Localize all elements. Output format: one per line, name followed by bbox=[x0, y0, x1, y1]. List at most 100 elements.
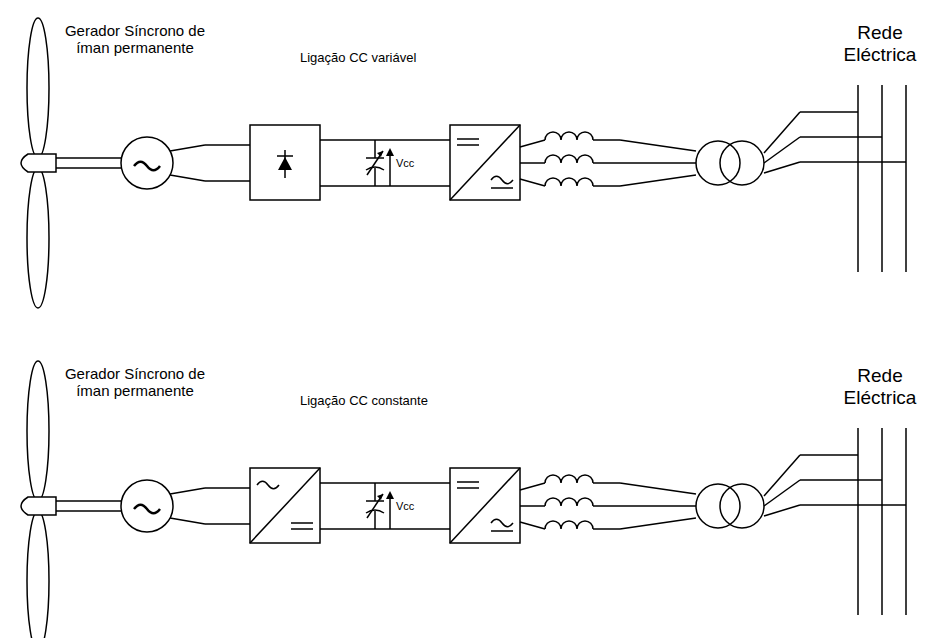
wire bbox=[593, 528, 620, 530]
wire bbox=[620, 175, 696, 186]
wire bbox=[800, 161, 906, 163]
transformer bbox=[696, 484, 740, 528]
turbine-system bbox=[21, 361, 906, 638]
wire bbox=[374, 511, 376, 529]
inductor bbox=[545, 178, 593, 186]
wire bbox=[320, 528, 450, 530]
transformer bbox=[720, 141, 764, 185]
wire bbox=[520, 179, 545, 186]
wire bbox=[520, 522, 545, 529]
dc-symbol bbox=[291, 528, 313, 530]
wire bbox=[170, 518, 205, 524]
wire bbox=[374, 168, 376, 186]
capacitor-arrow bbox=[367, 494, 383, 518]
diagram-label: Ligação CC constante bbox=[300, 394, 460, 409]
wire bbox=[620, 505, 696, 507]
ac-symbol bbox=[257, 481, 279, 488]
wire bbox=[205, 180, 250, 182]
inductor bbox=[545, 475, 593, 483]
wire bbox=[764, 112, 800, 153]
inverter-box bbox=[450, 468, 520, 543]
dc-symbol bbox=[291, 522, 313, 524]
wire bbox=[764, 480, 800, 506]
bus-bar bbox=[905, 85, 907, 272]
shaft bbox=[56, 167, 121, 169]
ac-symbol bbox=[491, 530, 513, 532]
wire bbox=[800, 504, 906, 506]
wire bbox=[620, 162, 696, 164]
voltage-arrow bbox=[386, 491, 394, 499]
wire bbox=[764, 505, 800, 516]
bus-bar bbox=[905, 428, 907, 615]
wire bbox=[320, 185, 450, 187]
diagram-label: Ligação CC variável bbox=[300, 51, 460, 66]
transformer bbox=[720, 484, 764, 528]
wire bbox=[320, 139, 450, 141]
converter-box bbox=[250, 468, 320, 543]
wire bbox=[764, 137, 800, 163]
bus-bar bbox=[881, 85, 883, 272]
hub bbox=[21, 154, 56, 172]
dc-symbol bbox=[457, 481, 479, 483]
inductor bbox=[545, 521, 593, 529]
blade bbox=[27, 511, 49, 638]
converter-diagonal bbox=[250, 468, 320, 543]
turbine-system bbox=[21, 18, 906, 308]
wire bbox=[520, 483, 545, 490]
diagram-label: Rede Eléctrica bbox=[827, 22, 933, 66]
capacitor bbox=[366, 500, 384, 502]
capacitor bbox=[366, 510, 384, 513]
ac-symbol bbox=[491, 176, 513, 183]
generator bbox=[121, 137, 173, 189]
wire bbox=[620, 140, 696, 151]
inductor bbox=[545, 132, 593, 140]
ac-symbol bbox=[491, 187, 513, 189]
dc-symbol bbox=[457, 487, 479, 489]
ac-symbol bbox=[134, 162, 160, 171]
shaft bbox=[56, 500, 121, 502]
diode-symbol bbox=[284, 150, 286, 178]
wire bbox=[620, 483, 696, 494]
wire bbox=[205, 487, 250, 489]
capacitor-arrow bbox=[367, 151, 383, 175]
voltage-arrow bbox=[386, 148, 394, 156]
wire bbox=[520, 162, 545, 164]
wire bbox=[764, 162, 800, 173]
converter-box bbox=[250, 125, 320, 200]
bus-bar bbox=[881, 428, 883, 615]
wire bbox=[520, 505, 545, 507]
wire bbox=[170, 488, 205, 494]
wire bbox=[593, 162, 620, 164]
wire bbox=[800, 454, 858, 456]
dc-symbol bbox=[457, 138, 479, 140]
shaft bbox=[56, 510, 121, 512]
wire bbox=[520, 140, 545, 147]
hub bbox=[21, 497, 56, 515]
diagram-label: Vcc bbox=[396, 500, 436, 513]
blade bbox=[27, 168, 49, 308]
wire bbox=[800, 479, 882, 481]
wire bbox=[593, 505, 620, 507]
capacitor bbox=[366, 167, 384, 170]
wire bbox=[620, 518, 696, 529]
wire bbox=[205, 523, 250, 525]
wire bbox=[800, 136, 882, 138]
blade bbox=[27, 18, 49, 158]
diagram-label: Gerador Síncrono de íman permanente bbox=[55, 365, 215, 400]
wire bbox=[800, 111, 858, 113]
wire bbox=[593, 185, 620, 187]
ac-symbol bbox=[134, 505, 160, 514]
wire bbox=[170, 145, 205, 151]
converter-diagonal bbox=[450, 468, 520, 543]
bus-bar bbox=[857, 85, 859, 272]
voltage-arrow bbox=[389, 497, 391, 529]
capacitor-arrow bbox=[377, 151, 383, 157]
dc-symbol bbox=[457, 144, 479, 146]
generator bbox=[121, 480, 173, 532]
wire bbox=[320, 482, 450, 484]
wire bbox=[593, 139, 620, 141]
inductor bbox=[545, 155, 593, 163]
diagram-label: Vcc bbox=[396, 157, 436, 170]
ac-symbol bbox=[491, 519, 513, 526]
